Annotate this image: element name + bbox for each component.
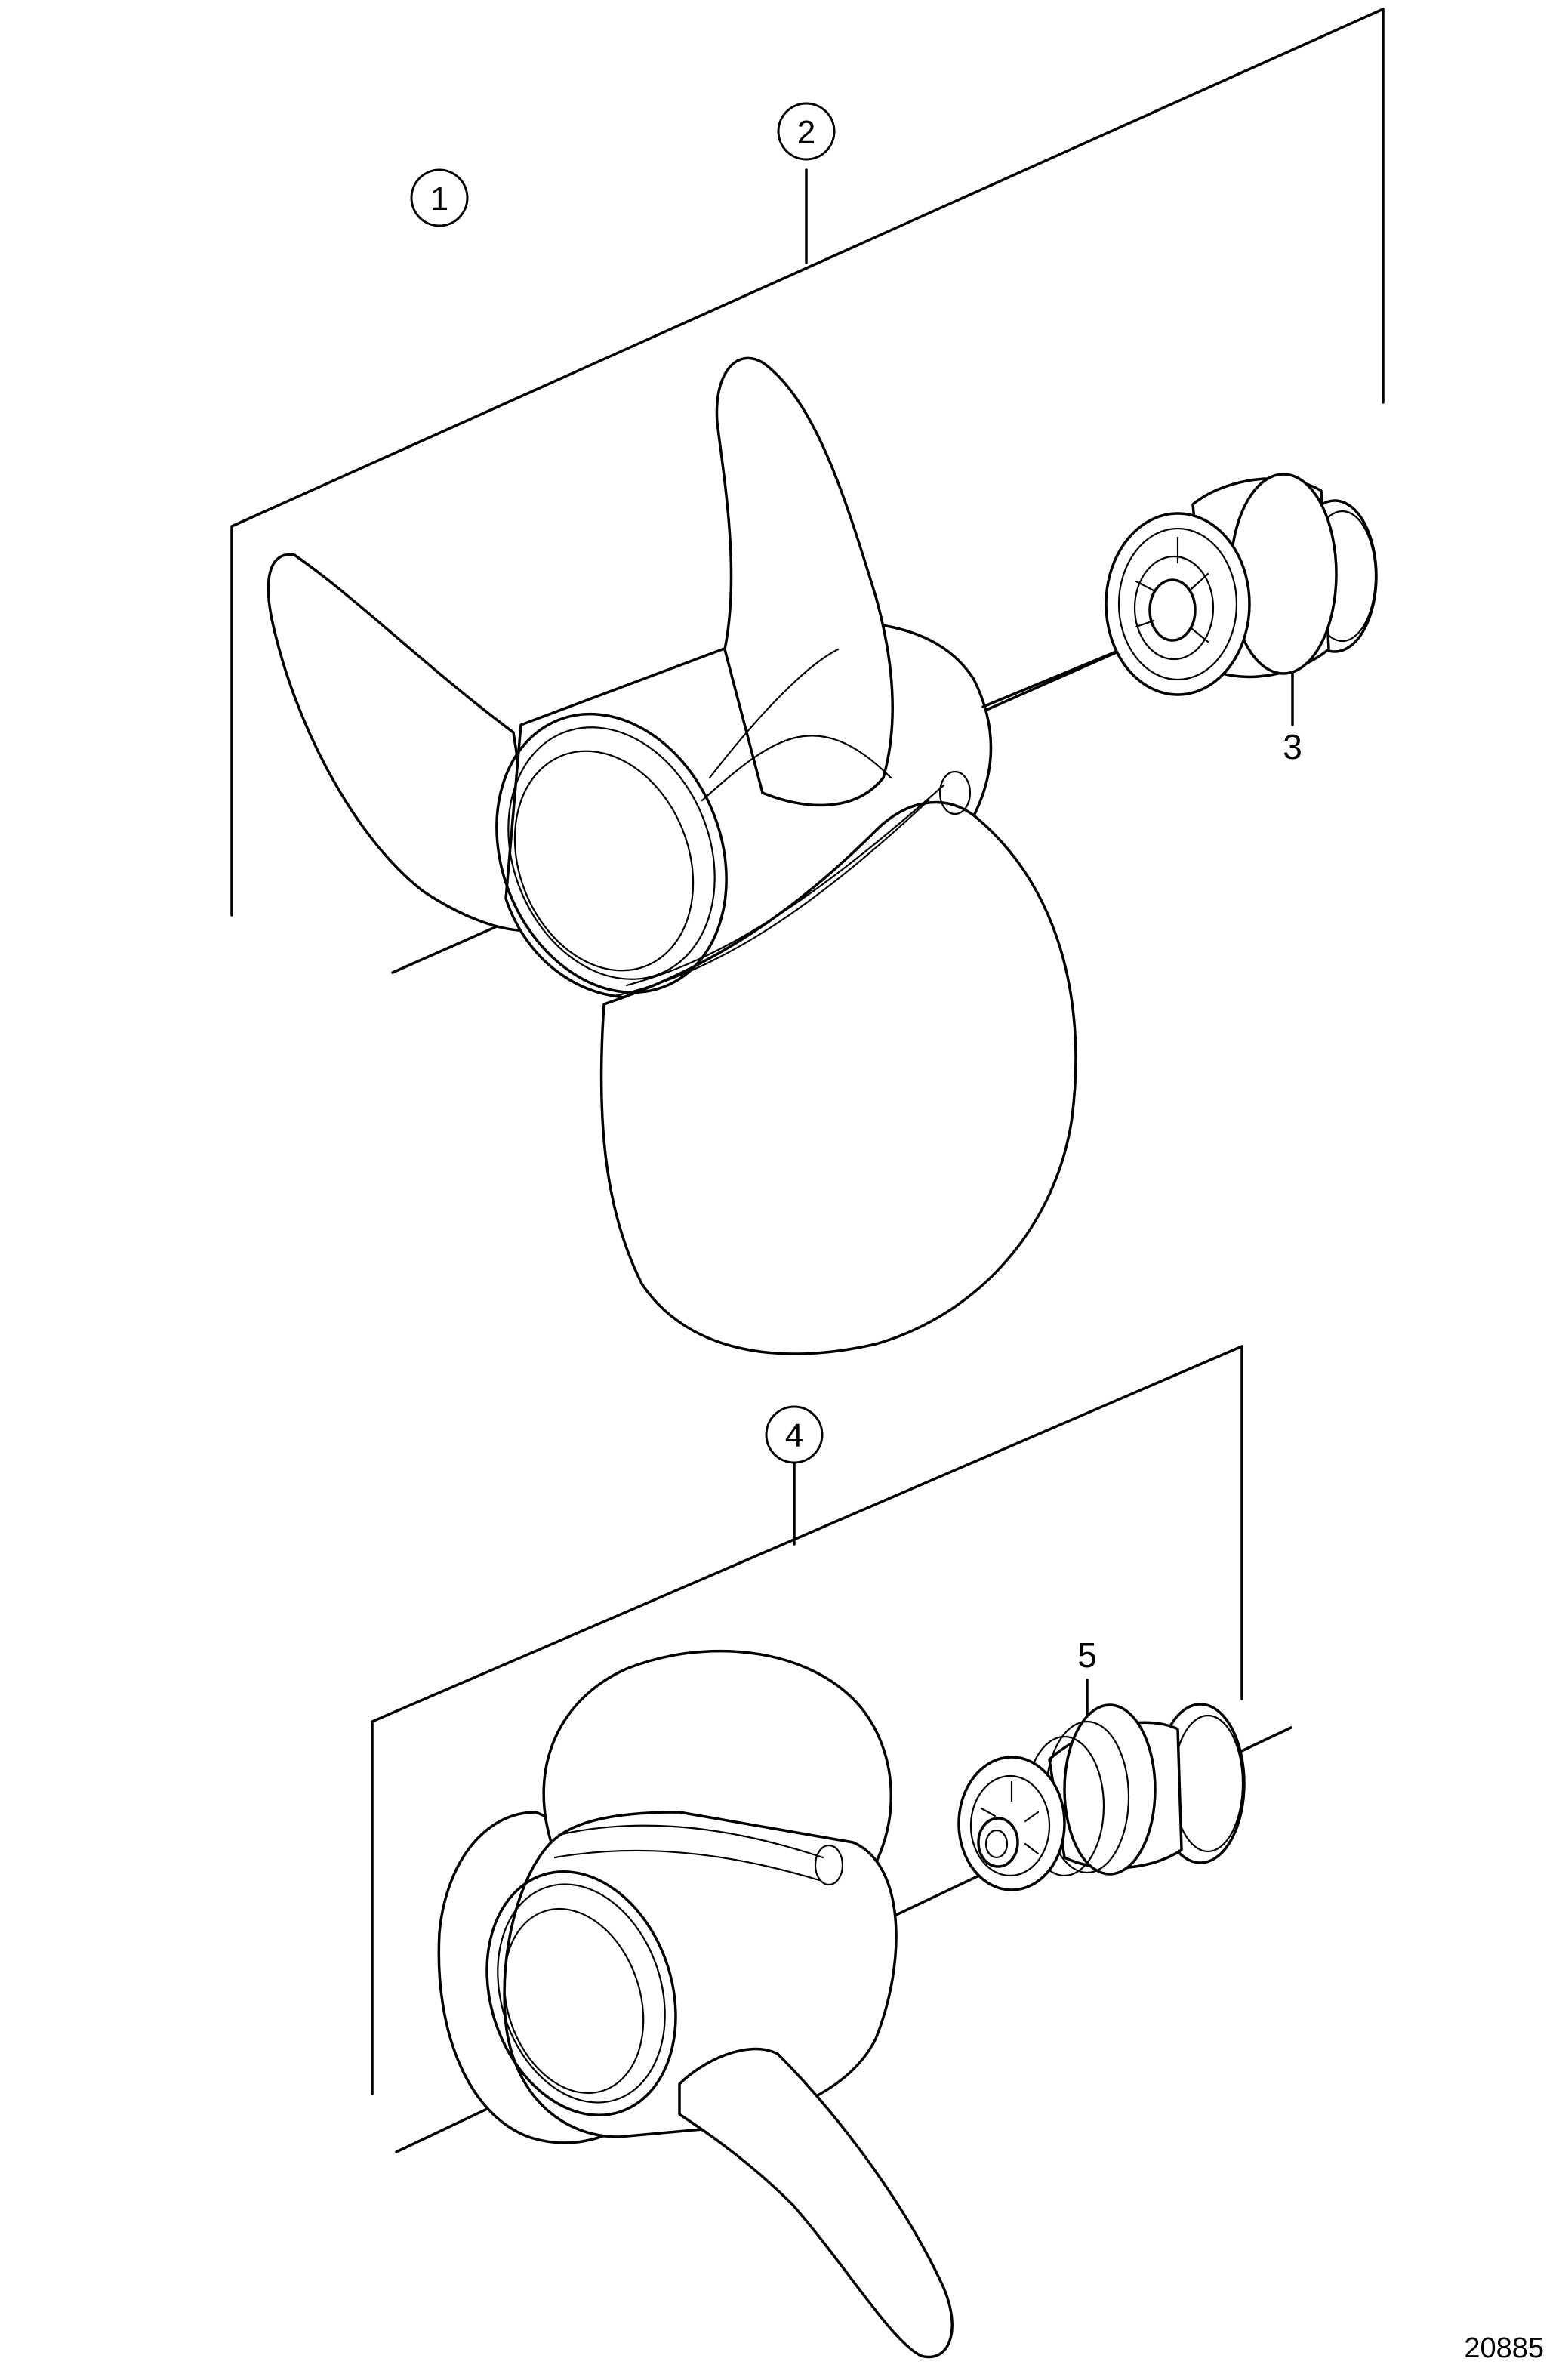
- callout-5-label: 5: [1077, 1635, 1097, 1675]
- bracket-item-4: [371, 1345, 1243, 2095]
- propeller-upper: [267, 356, 1145, 1355]
- drawing-reference-number: 20885: [1464, 2332, 1544, 2364]
- callout-2: 2: [777, 102, 836, 161]
- bracket-item-2: [230, 8, 1385, 917]
- propeller-lower: [395, 1649, 1292, 2359]
- callout-4: 4: [765, 1405, 824, 1464]
- callout-3-label: 3: [1283, 727, 1302, 766]
- hub-kit-item-3: 3: [981, 473, 1378, 766]
- propeller-lower-blade-bottom: [678, 2047, 954, 2359]
- upper-assembly: 1 2: [230, 8, 1385, 1355]
- callout-4-label: 4: [785, 1417, 803, 1454]
- callout-1-label: 1: [430, 180, 448, 217]
- callout-2-label: 2: [797, 114, 815, 151]
- lower-assembly: 4: [371, 1345, 1292, 2359]
- hub-kit-item-5: 5: [957, 1635, 1246, 1891]
- callout-1: 1: [410, 168, 469, 227]
- propeller-upper-blade-bottom: [599, 800, 1077, 1355]
- propeller-upper-blade-left: [267, 553, 545, 933]
- propeller-upper-blade-top: [715, 356, 895, 807]
